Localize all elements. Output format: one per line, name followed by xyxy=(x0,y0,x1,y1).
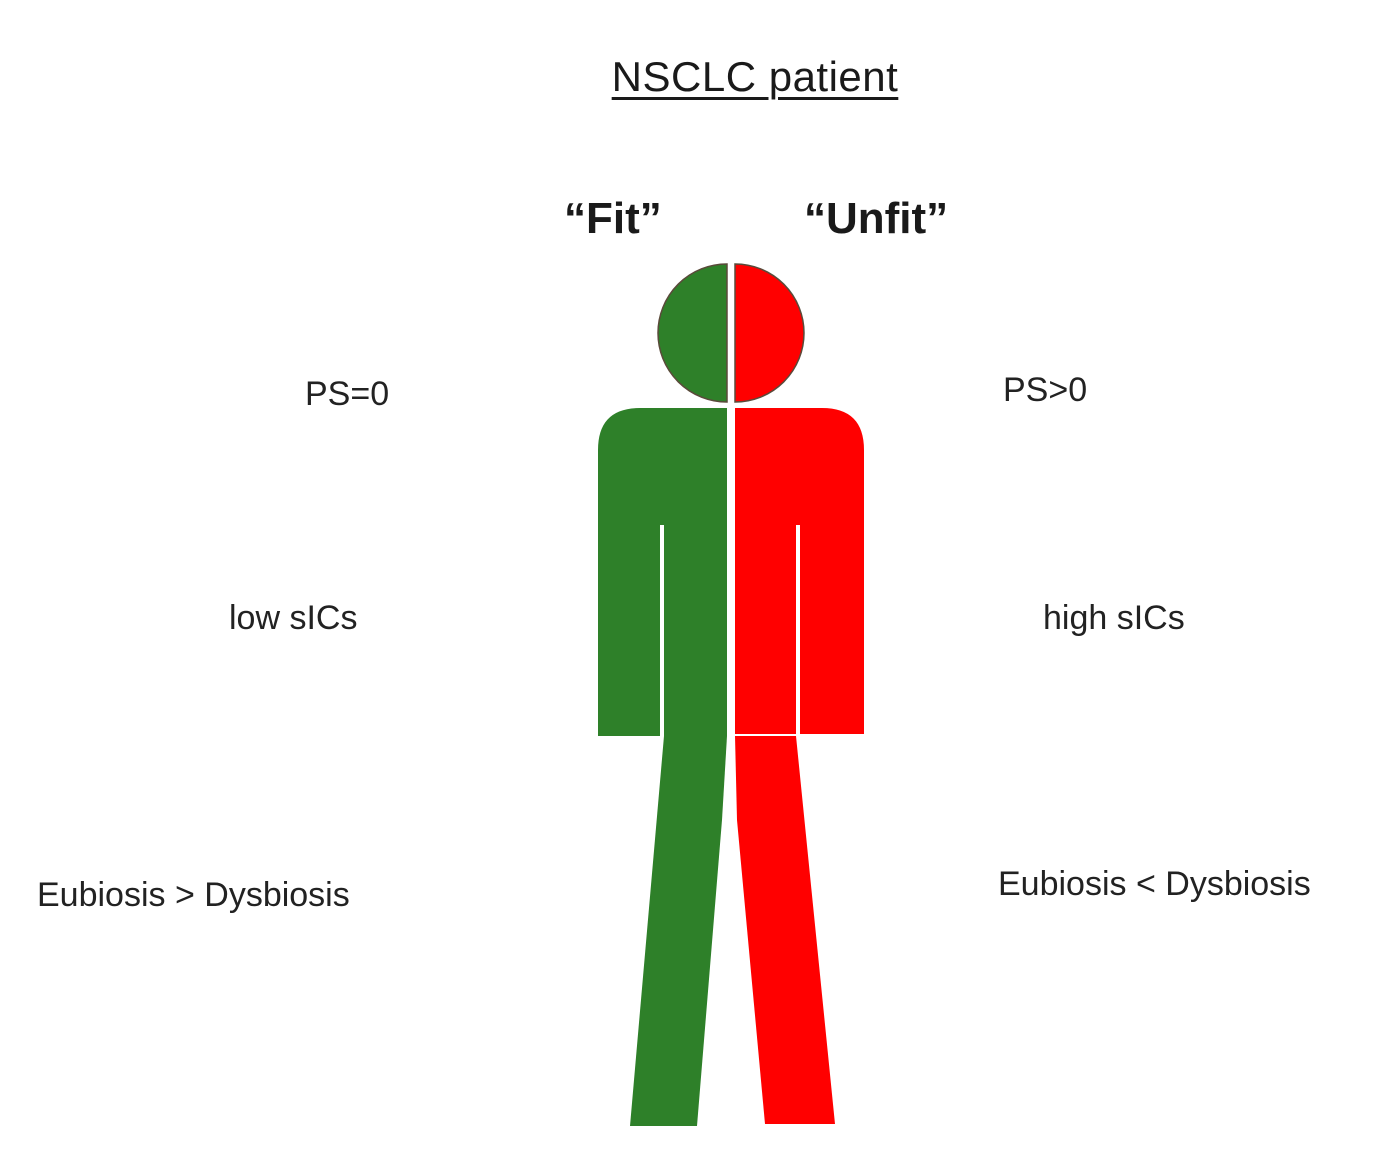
unfit-heading: “Unfit” xyxy=(804,194,949,243)
unfit-ps-label: PS>0 xyxy=(1003,371,1088,409)
torso-left-half xyxy=(598,408,727,736)
fit-biosis-label: Eubiosis > Dysbiosis xyxy=(37,876,350,914)
fit-heading: “Fit” xyxy=(564,194,662,243)
page-title: NSCLC patient xyxy=(611,53,899,100)
fit-sics-label: low sICs xyxy=(229,599,358,637)
unfit-sics-label: high sICs xyxy=(1043,599,1185,637)
head-left-half xyxy=(657,263,728,403)
fit-ps-label: PS=0 xyxy=(305,375,390,413)
torso-right-half xyxy=(735,408,864,734)
unfit-biosis-label: Eubiosis < Dysbiosis xyxy=(998,865,1311,903)
leg-right xyxy=(735,736,835,1124)
leg-left xyxy=(630,736,727,1126)
head-right-half xyxy=(734,263,805,403)
